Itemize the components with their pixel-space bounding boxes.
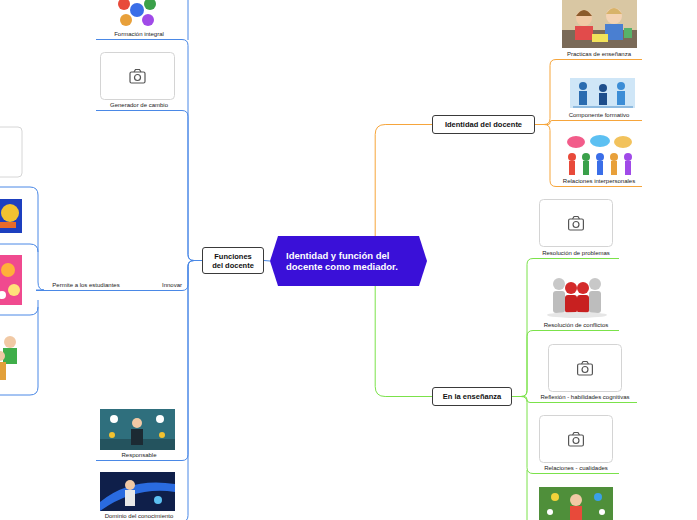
card-image	[539, 270, 613, 320]
card-caption: Dominio del conocimiento	[105, 513, 174, 519]
image-card: Generador de cambio	[96, 50, 182, 111]
card-caption: Formación integral	[114, 31, 164, 37]
card-picture	[100, 52, 175, 100]
branch-connector	[512, 397, 533, 403]
card-caption: Relaciones interpersonales	[563, 178, 635, 184]
topic-label: Innovar	[162, 282, 182, 288]
card-caption-line: Responsable	[96, 451, 182, 461]
card-picture	[539, 415, 613, 463]
left-cut-image-3	[0, 326, 22, 383]
card-caption: Reflexión - habilidades cognitivas	[540, 394, 629, 400]
card-image	[112, 0, 162, 28]
card-caption-line: Resolución de problemas	[533, 249, 619, 259]
branch-connector	[512, 331, 533, 397]
card-caption-line: Componente formativo	[556, 111, 642, 121]
card-caption-line: Resolución de conflictos	[533, 321, 619, 331]
topic-box: Identidad del docente	[432, 115, 535, 134]
image-card: Practicas de enseñanza	[556, 0, 642, 60]
image-card: Reflexión - habilidades cognitivas	[533, 342, 637, 403]
image-card: Resolución de problemas	[533, 197, 619, 259]
card-image	[539, 415, 613, 463]
branch-connector	[512, 259, 533, 397]
card-image	[100, 409, 175, 450]
card-picture	[112, 0, 162, 28]
card-image	[100, 472, 175, 511]
image-card: Resolución de conflictos	[533, 268, 619, 331]
card-caption-line: Relaciones interpersonales	[556, 177, 642, 187]
topic-label: Funciones del docente	[209, 252, 257, 270]
branch-connector	[264, 260, 270, 262]
image-card: Dominio del conocimiento	[96, 470, 182, 520]
branch-connector	[535, 125, 556, 187]
image-card: Formación integral	[96, 0, 182, 40]
hexagon-fill	[270, 236, 427, 286]
central-title: Identidad y función del docente como med…	[286, 250, 405, 272]
card-image	[562, 0, 637, 48]
card-caption: Componente formativo	[569, 112, 630, 118]
left-cut-placeholder	[0, 127, 22, 177]
topic-box: En la enseñanza	[432, 387, 512, 406]
branch-connector	[375, 125, 432, 237]
topic-label: Identidad del docente	[445, 120, 522, 129]
card-picture	[539, 270, 613, 320]
branch-connector	[535, 60, 556, 125]
card-picture	[539, 199, 613, 247]
topic-label: Permite a los estudiantes	[52, 282, 119, 288]
topic-label: En la enseñanza	[443, 392, 501, 401]
card-caption: Resolución de problemas	[542, 250, 610, 256]
left-cut-image-1	[0, 199, 22, 233]
branch-connector	[182, 261, 202, 520]
branch-connector	[375, 286, 432, 397]
image-card: Responsable	[96, 407, 182, 461]
green-branch-extension	[527, 470, 613, 520]
topic-box: Funciones del docente	[202, 247, 264, 274]
card-picture	[100, 472, 175, 511]
card-caption-line: Relaciones - cualidades	[533, 464, 619, 474]
card-image	[539, 199, 613, 247]
branch-connector	[182, 111, 202, 261]
card-picture	[562, 133, 637, 177]
central-text-wrap: Identidad y función del docente como med…	[270, 236, 427, 286]
card-caption-line: Generador de cambio	[96, 101, 182, 111]
card-image	[548, 344, 622, 392]
card-caption-line: Dominio del conocimiento	[96, 512, 182, 520]
card-caption: Responsable	[121, 452, 156, 458]
image-card: Relaciones - cualidades	[533, 413, 619, 474]
card-picture	[562, 0, 637, 48]
card-caption-line: Reflexión - habilidades cognitivas	[533, 393, 637, 403]
card-image	[562, 133, 637, 177]
card-caption-line: Formación integral	[96, 30, 182, 40]
card-caption: Relaciones - cualidades	[544, 465, 608, 471]
card-image	[565, 70, 636, 108]
card-picture	[565, 70, 636, 108]
image-card: Relaciones interpersonales	[556, 130, 642, 187]
floating-topic: Permite a los estudiantes	[36, 281, 136, 291]
branch-connector	[182, 40, 202, 261]
left-cut-image-2	[0, 255, 22, 305]
central-topic: Identidad y función del docente como med…	[270, 236, 427, 286]
floating-topic: Innovar	[140, 281, 182, 291]
card-caption-line: Practicas de enseñanza	[556, 50, 642, 60]
image-card: Componente formativo	[556, 66, 642, 121]
card-image	[100, 52, 175, 100]
card-caption: Generador de cambio	[110, 102, 168, 108]
branch-connector	[512, 397, 533, 474]
branch-connector	[182, 261, 202, 291]
card-picture	[100, 409, 175, 450]
card-caption: Practicas de enseñanza	[567, 51, 631, 57]
card-caption: Resolución de conflictos	[544, 322, 609, 328]
branch-connector	[535, 121, 556, 125]
blue-trunk-top	[188, 0, 189, 40]
card-picture	[548, 344, 622, 392]
branch-connector	[182, 261, 202, 461]
